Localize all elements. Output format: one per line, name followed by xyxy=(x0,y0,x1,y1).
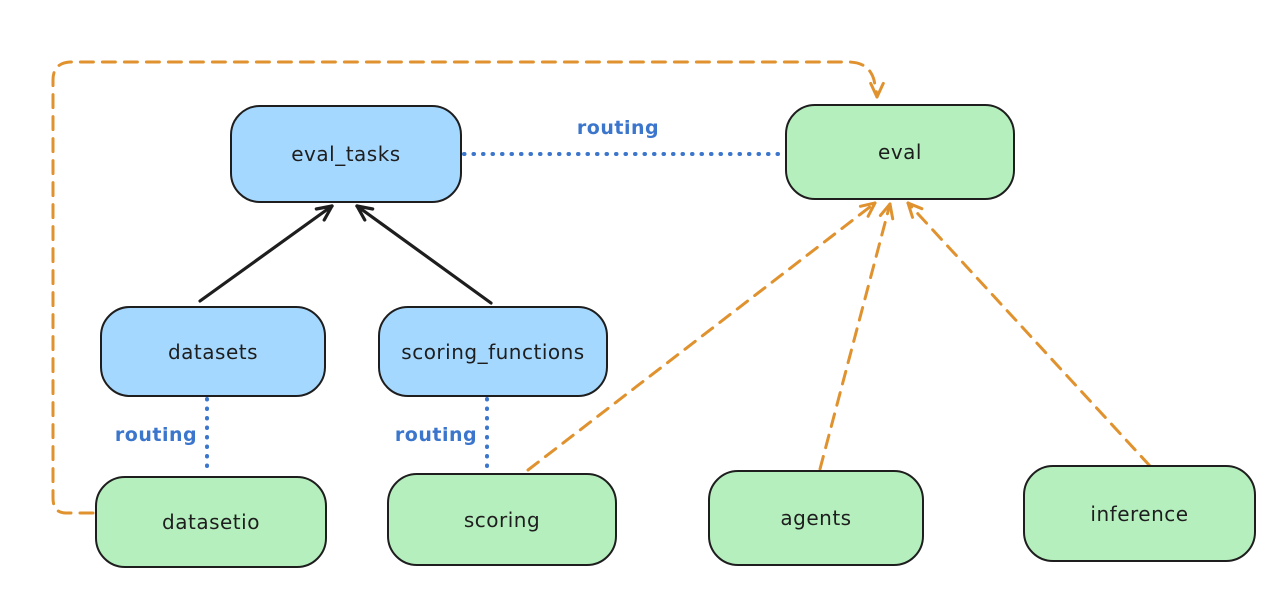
edge-label-routing-eval-tasks-eval: routing xyxy=(576,117,660,139)
node-eval: eval xyxy=(785,104,1015,200)
node-inference: inference xyxy=(1023,465,1256,562)
edge-inference-to-eval xyxy=(906,201,1152,468)
node-datasets-label: datasets xyxy=(167,339,259,364)
edge-scoring-functions-to-eval-tasks xyxy=(355,204,493,305)
edge-label-routing-scoring-functions-scoring: routing xyxy=(394,424,478,446)
edge-datasetio-to-eval xyxy=(51,60,885,515)
node-scoring: scoring xyxy=(387,473,617,566)
node-eval-tasks: eval_tasks xyxy=(230,105,462,203)
edge-label-routing-datasets-datasetio: routing xyxy=(114,424,198,446)
node-eval-tasks-label: eval_tasks xyxy=(291,142,401,166)
node-datasets: datasets xyxy=(100,306,326,397)
node-scoring-functions: scoring_functions xyxy=(378,306,608,397)
node-inference-label: inference xyxy=(1090,501,1189,526)
node-agents-label: agents xyxy=(780,506,852,530)
node-eval-label: eval xyxy=(878,140,922,164)
node-scoring-label: scoring xyxy=(463,507,541,532)
node-datasetio-label: datasetio xyxy=(162,510,260,534)
node-agents: agents xyxy=(708,470,924,566)
node-scoring-functions-label: scoring_functions xyxy=(401,339,585,364)
edge-scoring-to-eval xyxy=(526,201,877,472)
node-datasetio: datasetio xyxy=(95,476,327,568)
edge-agents-to-eval xyxy=(818,202,895,471)
edge-datasets-to-eval-tasks xyxy=(198,204,334,303)
